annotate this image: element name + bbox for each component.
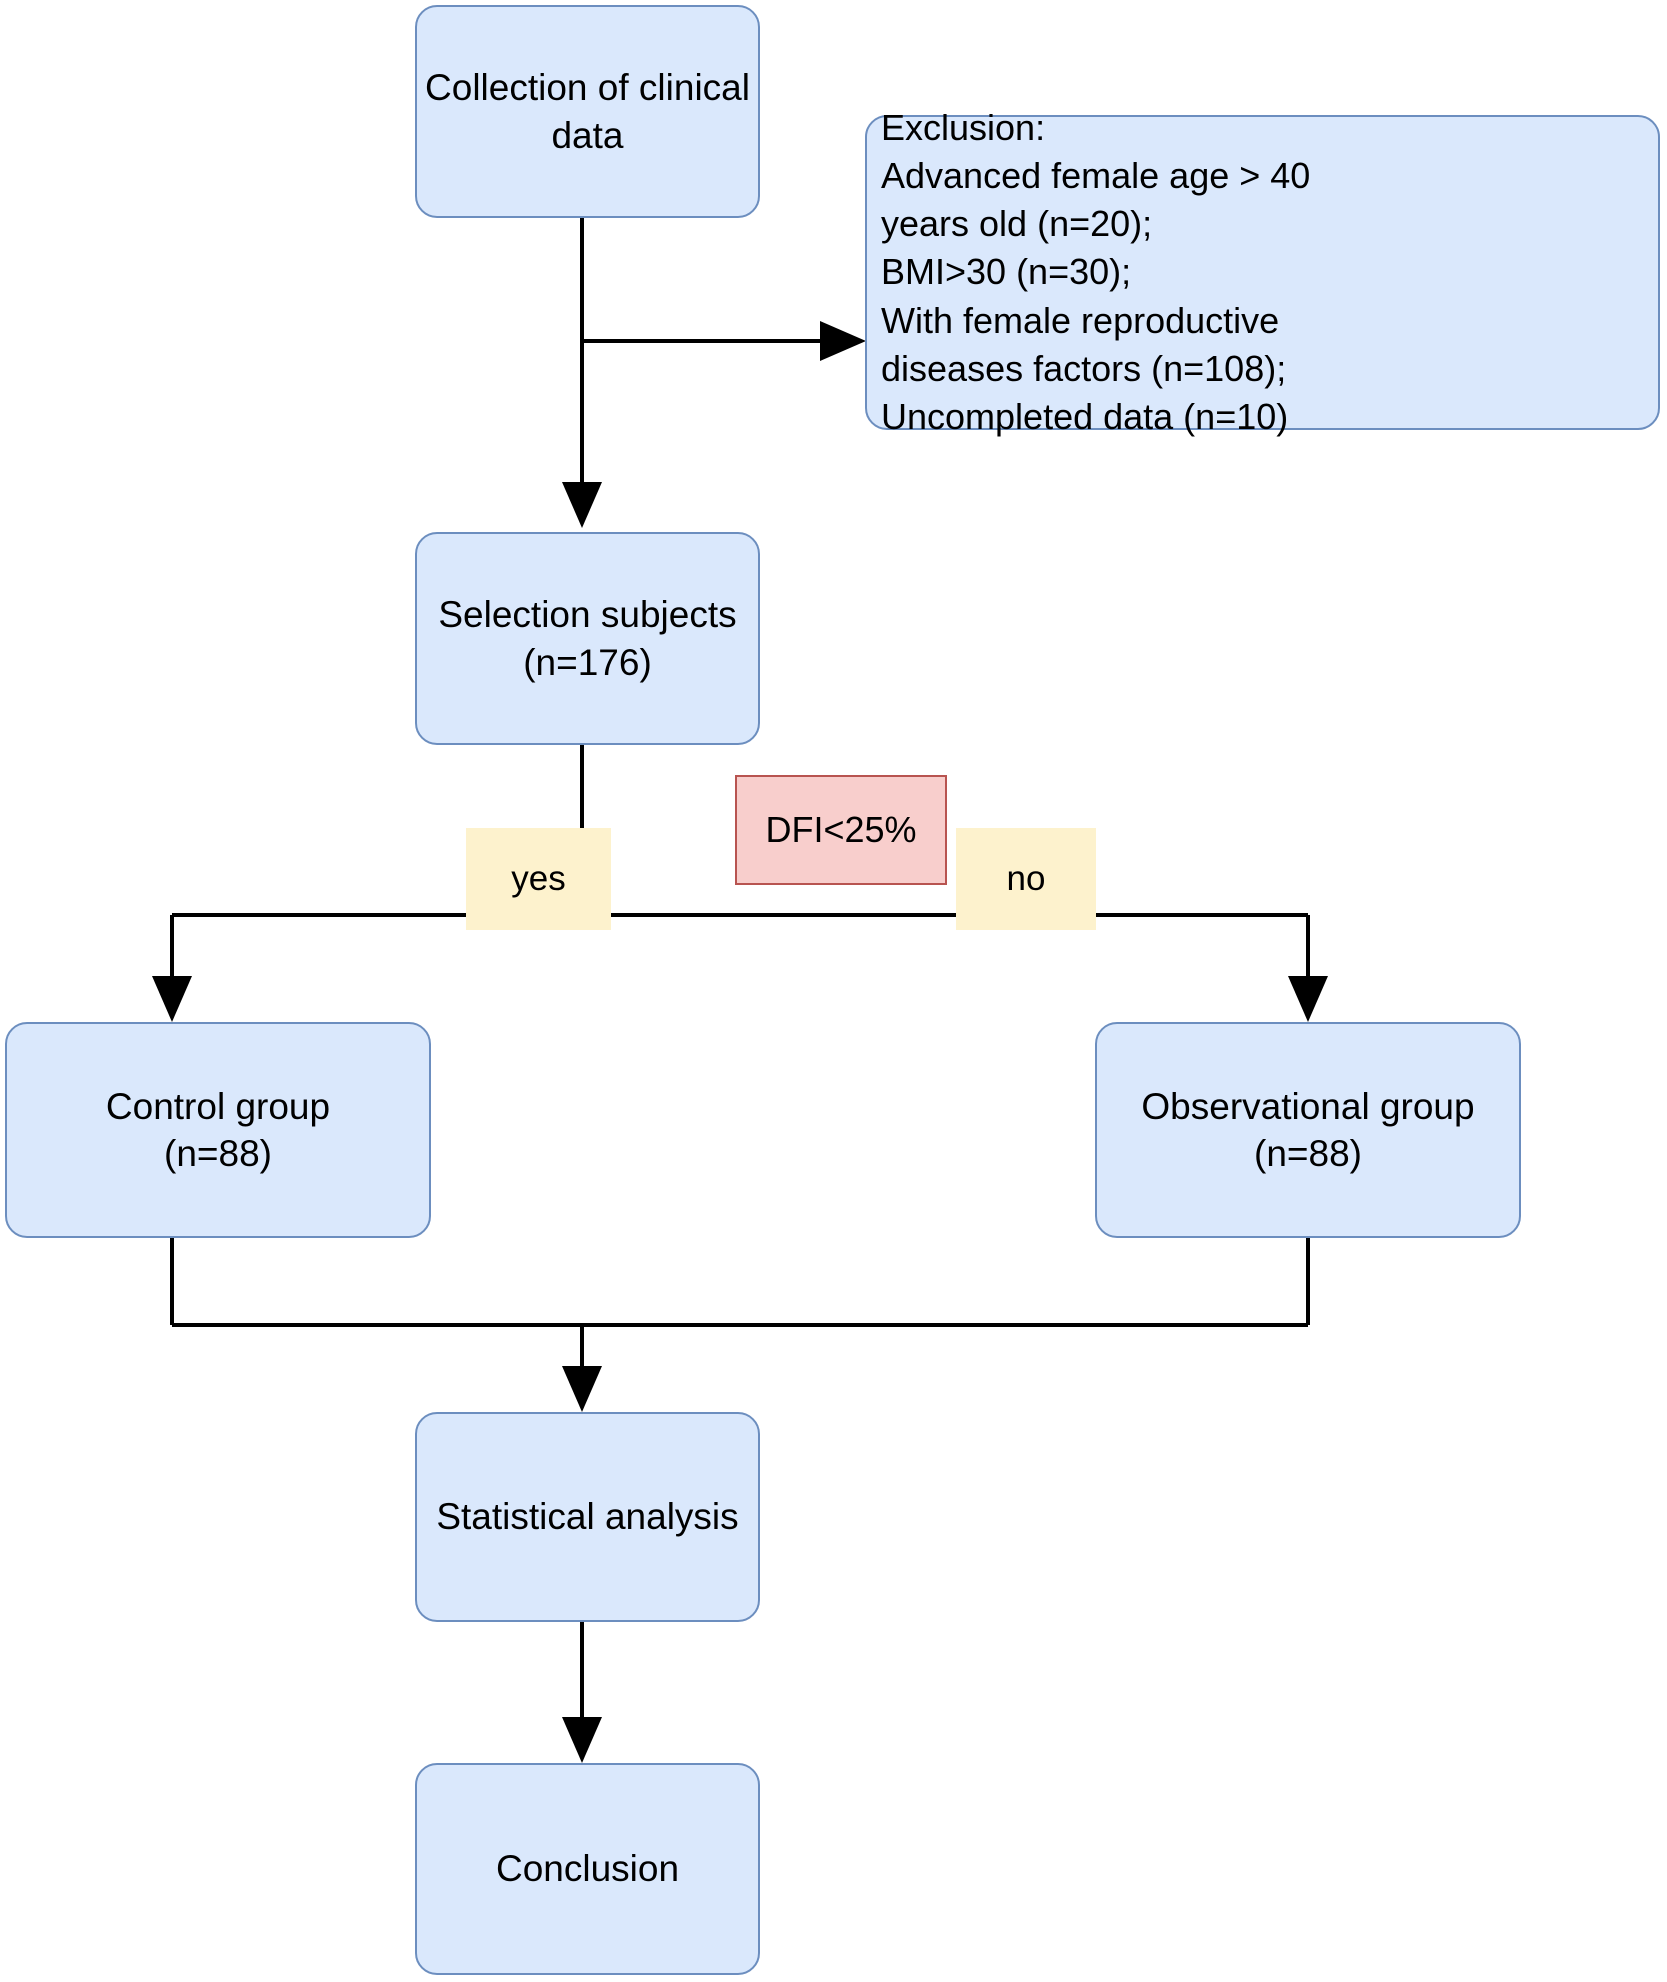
branch-label-no[interactable]: no <box>956 828 1096 930</box>
node-observational-group[interactable]: Observational group (n=88) <box>1095 1022 1521 1238</box>
branch-label-yes[interactable]: yes <box>466 828 611 930</box>
node-statistical-analysis[interactable]: Statistical analysis <box>415 1412 760 1622</box>
node-exclusion-criteria[interactable]: Exclusion: Advanced female age > 40 year… <box>865 107 1660 437</box>
arrowhead-exclusion <box>820 321 866 361</box>
node-control-group[interactable]: Control group (n=88) <box>5 1022 431 1238</box>
node-collection-of-clinical-data[interactable]: Collection of clinical data <box>415 5 760 218</box>
arrowhead-selection <box>562 482 602 528</box>
arrowhead-control-group <box>152 976 192 1022</box>
arrowhead-observational-group <box>1288 976 1328 1022</box>
node-conclusion[interactable]: Conclusion <box>415 1763 760 1975</box>
decision-label-dfi[interactable]: DFI<25% <box>735 775 947 885</box>
node-selection-subjects[interactable]: Selection subjects (n=176) <box>415 532 760 745</box>
arrowhead-conclusion <box>562 1717 602 1763</box>
arrowhead-statistical-analysis <box>562 1366 602 1412</box>
